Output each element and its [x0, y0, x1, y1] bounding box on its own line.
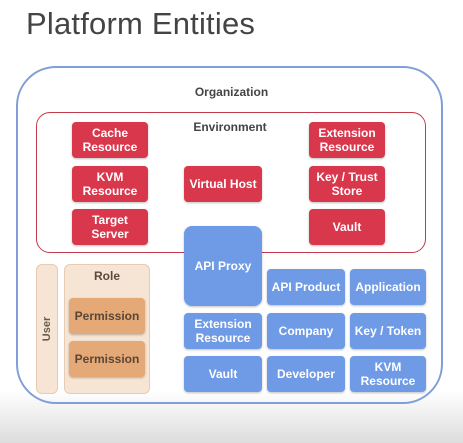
developer-box: Developer: [267, 356, 345, 392]
user-panel: [36, 264, 58, 394]
env-kvm-resource-box: KVM Resource: [72, 166, 148, 202]
key-trust-store-box: Key / Trust Store: [309, 166, 385, 202]
environment-label: Environment: [193, 120, 267, 134]
org-vault-box: Vault: [184, 356, 262, 392]
key-token-box: Key / Token: [350, 313, 426, 349]
organization-container: [16, 66, 443, 404]
application-box: Application: [350, 269, 426, 305]
api-proxy-box: API Proxy: [184, 226, 262, 306]
permission-box: Permission: [69, 298, 145, 334]
cache-resource-box: Cache Resource: [72, 122, 148, 158]
org-extension-resource-box: Extension Resource: [184, 313, 262, 349]
page-title: Platform Entities: [26, 6, 256, 41]
user-label: User: [41, 316, 53, 342]
env-vault-box: Vault: [309, 209, 385, 245]
virtual-host-box: Virtual Host: [184, 166, 262, 202]
env-extension-resource-box: Extension Resource: [309, 122, 385, 158]
organization-label: Organization: [194, 85, 269, 99]
company-box: Company: [267, 313, 345, 349]
target-server-box: Target Server: [72, 209, 148, 245]
role-label: Role: [93, 269, 120, 283]
permission-box: Permission: [69, 341, 145, 377]
org-kvm-resource-box: KVM Resource: [350, 356, 426, 392]
api-product-box: API Product: [267, 269, 345, 305]
